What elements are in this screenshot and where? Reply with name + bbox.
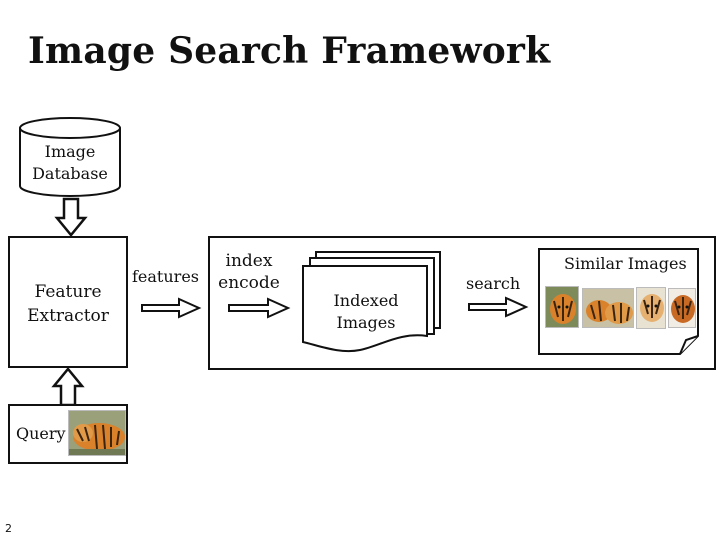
down-arrow	[54, 197, 88, 237]
indexed-images-label: Indexed Images	[333, 291, 399, 332]
right-arrow	[141, 297, 202, 319]
query-label: Query	[16, 424, 66, 443]
slide-title: Image Search Framework	[28, 30, 551, 72]
search-label: search	[466, 274, 521, 293]
result-tiger-image	[636, 287, 666, 329]
index-encode-label: index encode	[218, 251, 280, 293]
right-arrow	[468, 296, 529, 318]
slide-number: 2	[5, 522, 12, 535]
database-cylinder	[19, 117, 121, 197]
feature-extractor-box	[8, 236, 128, 368]
features-label: features	[132, 267, 199, 286]
database-label: Image Database	[32, 142, 108, 183]
indexed-images-stack	[302, 251, 441, 352]
query-tiger-image	[68, 410, 126, 456]
similar-images-label: Similar Images	[564, 254, 687, 273]
result-tiger-image	[668, 288, 696, 328]
right-arrow	[228, 297, 291, 319]
feature-extractor-label: Feature Extractor	[27, 282, 109, 326]
result-tiger-image	[545, 286, 579, 328]
up-arrow	[51, 367, 85, 407]
result-tiger-image	[582, 288, 634, 328]
